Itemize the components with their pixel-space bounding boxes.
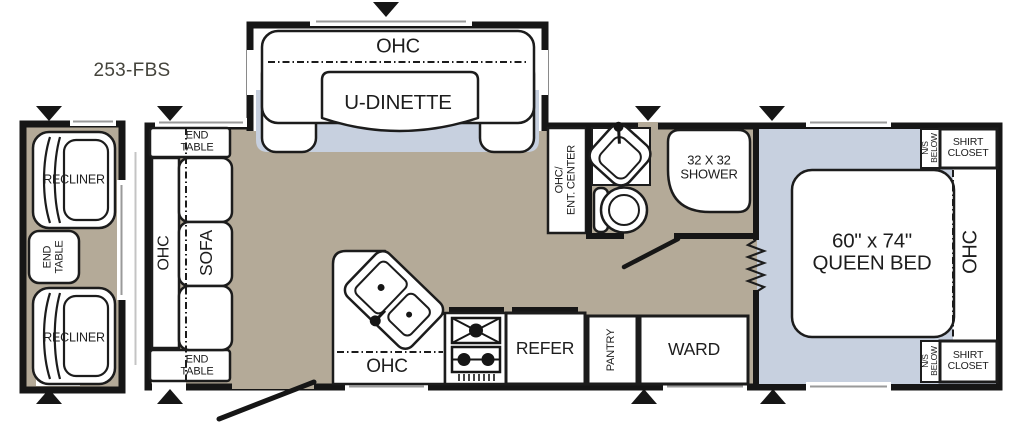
arrow-up-icon <box>36 389 62 404</box>
bedroom <box>744 126 999 387</box>
end-table-line1: END <box>185 353 209 366</box>
shirt-closet-line1: SHIRT <box>952 348 984 361</box>
entertainment-center <box>546 126 588 235</box>
end-table-line2: TABLE <box>180 141 214 153</box>
plan-title: 253-FBS <box>93 60 171 82</box>
shirt-closet-line2: CLOSET <box>947 147 989 159</box>
entry-door-opening <box>232 377 314 389</box>
kitchen-ohc-label: OHC <box>366 356 408 378</box>
ns-below-label: N/S BELOW <box>920 133 939 163</box>
window <box>541 50 548 95</box>
window <box>247 50 254 95</box>
kitchen <box>331 249 750 386</box>
bed-overhead-cabinet <box>953 168 996 340</box>
sofa-label: SOFA <box>195 230 216 276</box>
roof-vent <box>638 122 658 130</box>
end-table <box>27 229 81 285</box>
ent-center-label: OHC/ ENT. CENTER <box>553 145 577 215</box>
ns-below-label: N/S BELOW <box>920 346 939 376</box>
dinette-slideout <box>246 17 549 154</box>
arrow-up-icon <box>157 389 183 404</box>
bed-size-line: 60" x 74" <box>831 229 912 253</box>
stove-icon <box>443 307 508 386</box>
recliner-icon <box>31 286 117 386</box>
sofa-area <box>148 126 234 384</box>
ns-line2: BELOW <box>929 133 939 163</box>
end-table-line2: TABLE <box>180 365 214 377</box>
wall-openings <box>152 118 891 422</box>
arrow-down-icon <box>635 106 661 121</box>
entry-door-swing <box>216 379 317 422</box>
end-table-label: END TABLE <box>41 240 65 274</box>
bathroom-door-swing <box>621 236 681 270</box>
recliner-label: RECLINER <box>43 172 105 187</box>
arrow-down-icon <box>373 2 399 17</box>
bathroom <box>546 121 757 270</box>
pantry-label: PANTRY <box>605 328 618 372</box>
sofa-ohc-label: OHC <box>155 235 173 271</box>
ent-center-line2: ENT. CENTER <box>565 145 577 215</box>
arrow-up-icon <box>760 389 786 404</box>
pantry-cabinet <box>586 314 639 386</box>
window <box>152 382 186 391</box>
bed-name-line: QUEEN BED <box>812 251 932 274</box>
sofa <box>177 156 234 352</box>
arrow-down-icon <box>36 106 62 121</box>
recliner-label: RECLINER <box>43 330 105 345</box>
wardrobe <box>638 314 750 386</box>
queen-bed-label: 60" x 74" QUEEN BED <box>813 230 932 273</box>
kitchen-sink-icon <box>343 250 445 350</box>
recliner-icon <box>31 130 117 230</box>
counter-top <box>512 307 578 312</box>
arrow-up-icon <box>631 389 657 404</box>
bed-ohc-label: OHC <box>959 230 982 274</box>
toilet-icon <box>592 186 649 234</box>
shirt-closet <box>938 339 999 384</box>
arrow-down-icon <box>759 106 785 121</box>
refer-label: REFER <box>515 337 575 358</box>
refrigerator <box>504 311 587 386</box>
shirt-closet-line1: SHIRT <box>952 135 984 148</box>
bathroom-sink-icon <box>588 121 652 187</box>
end-table-line1: END <box>41 245 54 269</box>
end-table-line1: END <box>185 129 209 142</box>
shower-line2: SHOWER <box>680 166 738 181</box>
end-table-label: END TABLE <box>180 130 213 153</box>
shower-label: 32 X 32 SHOWER <box>680 152 738 181</box>
end-table-line2: TABLE <box>53 240 65 274</box>
arrow-down-icon <box>157 106 183 121</box>
ns-line2: BELOW <box>929 346 939 376</box>
shirt-closet-label: SHIRT CLOSET <box>947 135 989 159</box>
shirt-closet <box>938 127 999 170</box>
shower-line1: 32 X 32 <box>687 152 731 168</box>
shirt-closet-line2: CLOSET <box>947 360 989 372</box>
dinette-ohc-label: OHC <box>376 35 420 58</box>
ent-center-line1: OHC/ <box>553 166 566 194</box>
shirt-closet-label: SHIRT CLOSET <box>947 348 989 372</box>
recliner-slideout-room <box>19 117 137 394</box>
stove-vent <box>458 374 495 381</box>
ward-label: WARD <box>667 338 721 359</box>
shower-stall <box>666 128 752 214</box>
accordion-door <box>744 239 768 293</box>
slide-arrows <box>36 2 786 404</box>
end-table-label: END TABLE <box>180 354 213 377</box>
u-dinette-label: U-DINETTE <box>344 91 452 115</box>
